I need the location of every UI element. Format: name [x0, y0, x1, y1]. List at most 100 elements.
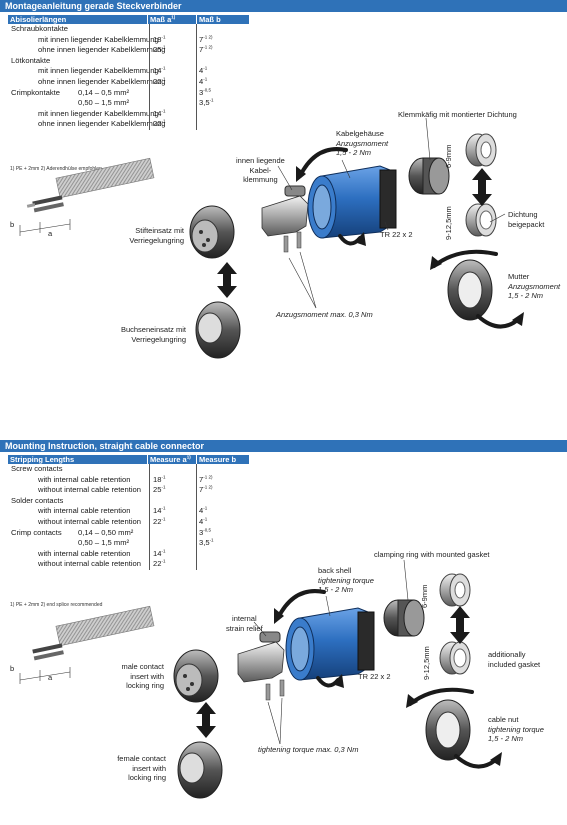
row-label: without internal cable retention — [38, 559, 142, 569]
label-strain-relief-l2: strain relief — [226, 623, 263, 633]
cell-measure-b-value: 4 — [199, 506, 204, 516]
cell-measure-b-value: 7 — [199, 474, 204, 484]
cell-measure-a-tolerance: -1 — [161, 34, 166, 40]
cell-measure-a-value: 14 — [153, 548, 162, 558]
cell-measure-b: 3,5-1 — [199, 98, 214, 109]
cell-measure-a-tolerance: -1 — [161, 558, 166, 564]
column-divider — [196, 24, 197, 130]
cell-measure-b: 7-1 2) — [199, 45, 213, 56]
swap-arrow — [217, 262, 237, 298]
header-measure-a: Maß a1) — [148, 15, 196, 24]
label-strain-relief-l1: internal — [232, 614, 257, 623]
assembly-drawing — [19, 117, 524, 359]
row-range: 0,50 – 1,5 mm² — [78, 538, 130, 548]
section-english: Mounting Instruction, straight cable con… — [0, 440, 567, 825]
cell-measure-a-tolerance: -1 — [161, 516, 166, 522]
column-divider — [149, 24, 150, 130]
label-male-l2: insert with — [130, 671, 164, 681]
clamping-ring-part — [408, 157, 450, 195]
gasket-included — [465, 203, 497, 237]
cell-measure-b-tolerance: -1 2) — [203, 44, 213, 50]
row-label: mit innen liegender Kabelklemmung — [38, 108, 159, 118]
header-stripping: Abisolierlängen — [8, 15, 147, 24]
label-dim-1: 6-9mm — [444, 144, 453, 168]
leader-lines — [277, 117, 506, 309]
cell-measure-a-value: 14 — [153, 108, 162, 118]
cell-measure-a: 18-1 — [153, 34, 166, 46]
male-contact-insert — [189, 205, 235, 259]
row-label: without internal cable retention — [38, 516, 142, 526]
label-female-insert: Buchseneinsatz mit Verriegelungring — [108, 325, 186, 344]
cell-measure-a: 25-1 — [153, 485, 165, 496]
label-back-shell-value: 1,5 - 2 Nm — [336, 148, 372, 157]
cell-measure-b: 3-0,5 — [199, 87, 211, 99]
section-title: Montageanleitung gerade Steckverbinder — [0, 0, 567, 12]
stripping-table: Abisolierlängen Maß a1) Maß b Schraubkon… — [8, 15, 251, 130]
cell-measure-a-tolerance: -1 — [161, 65, 166, 71]
label-clamping-ring: clamping ring with mounted gasket — [374, 550, 490, 559]
cell-measure-b-value: 3 — [199, 527, 204, 537]
cell-measure-a: 25-1 — [153, 45, 165, 56]
label-gasket-l1: Dichtung — [508, 210, 538, 219]
row-range: 0,14 – 0,5 mm² — [78, 87, 130, 97]
label-back-shell-value: 1,5 - 2 Nm — [318, 585, 354, 594]
cell-measure-a: 14-1 — [153, 548, 166, 560]
row-group-label: Lötkontakte — [11, 55, 51, 65]
cell-measure-a: 14-1 — [153, 66, 165, 77]
cell-measure-b-tolerance: -0,5 — [203, 87, 211, 93]
cell-measure-a-value: 14 — [153, 506, 162, 516]
label-gasket: Dichtung beigepackt — [508, 210, 544, 229]
table-row: Schraubkontakte — [8, 24, 251, 35]
header-measure-b: Measure b — [197, 455, 249, 464]
row-label: ohne innen liegender Kabelklemmung — [38, 76, 166, 86]
row-label: with internal cable retention — [38, 548, 131, 558]
cell-measure-a-value: 22 — [153, 516, 162, 526]
label-male-l2: Verriegelungring — [129, 235, 184, 245]
table-header: Abisolierlängen Maß a1) Maß b — [8, 15, 251, 24]
strain-relief-part — [237, 631, 285, 701]
cell-measure-a: 22-1 — [153, 517, 165, 528]
table-rows: Screw contacts with internal cable retent… — [8, 464, 251, 570]
cell-measure-a-tolerance: -1 — [161, 474, 166, 480]
header-a-sup: 1) — [186, 454, 191, 460]
cell-measure-a: 22-1 — [153, 559, 165, 570]
gasket-swap-arrow — [450, 606, 470, 644]
label-gasket-l1: additionally — [488, 650, 526, 659]
cell-measure-b: 4-1 — [199, 517, 207, 528]
label-back-shell: back shell tightening torque 1,5 - 2 Nm — [318, 566, 374, 595]
cell-measure-b-value: 3 — [199, 87, 204, 97]
cell-measure-b: 7-1 2) — [199, 474, 213, 486]
label-dim-1: 6-9mm — [420, 584, 429, 608]
label-nut: cable nut tightening torque 1,5 - 2 Nm — [488, 715, 544, 744]
assembly-drawing — [19, 559, 502, 799]
gasket-included — [439, 641, 471, 675]
label-male-l1: Stifteinsatz mit — [135, 226, 184, 235]
stripping-table: Stripping Lengths Measure a1) Measure b … — [8, 455, 251, 570]
label-back-shell-torque: tightening torque — [318, 575, 374, 585]
label-nut-value: 1,5 - 2 Nm — [488, 734, 524, 743]
header-stripping: Stripping Lengths — [8, 455, 147, 464]
cell-measure-a: 14-1 — [153, 108, 166, 120]
table-row: Screw contacts — [8, 464, 251, 475]
label-strain-relief: innen liegende Kabel- klemmung — [236, 156, 285, 185]
label-thread: TR 22 x 2 — [358, 672, 391, 681]
cell-measure-b-value: 7 — [199, 485, 204, 495]
cell-measure-b-tolerance: -1 — [209, 537, 214, 543]
cell-measure-b-tolerance: -1 — [203, 76, 208, 82]
cell-measure-b: 4-1 — [199, 506, 207, 517]
rotation-arrow-heads — [274, 608, 502, 766]
cell-measure-b: 7-1 2) — [199, 34, 213, 46]
cell-measure-a-tolerance: -1 — [161, 548, 166, 554]
cell-measure-a-tolerance: -1 — [161, 108, 166, 114]
cell-measure-a: 22-1 — [153, 77, 165, 88]
row-label: ohne innen liegender Kabelklemmung — [38, 45, 166, 55]
row-label: ohne innen liegender Kabelklemmung — [38, 119, 166, 129]
section-title: Mounting Instruction, straight cable con… — [0, 440, 567, 452]
label-dim-2: 9-12,5mm — [422, 646, 431, 680]
